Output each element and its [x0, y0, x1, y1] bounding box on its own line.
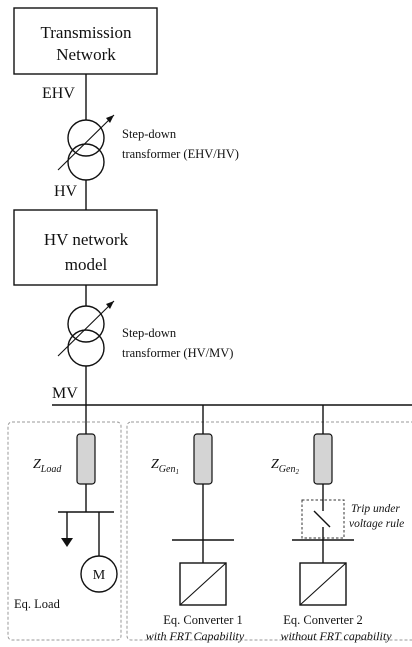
converter1-icon — [179, 562, 227, 606]
ehv-bus-label: EHV — [42, 85, 75, 102]
transmission-network-label-2: Network — [56, 45, 116, 64]
transformer-hv-mv — [57, 300, 115, 367]
hv-network-label-1: HV network — [44, 230, 129, 249]
converter1-branch — [172, 405, 234, 606]
transformer1-label-2: transformer (EHV/HV) — [122, 147, 239, 161]
transformer-ehv-hv — [57, 114, 115, 181]
tap-changer-arrow-2 — [57, 300, 115, 357]
gen1-impedance — [193, 433, 213, 485]
hv-bus-label: HV — [54, 183, 78, 200]
z-gen1-label: ZGen1 — [151, 457, 179, 476]
converter2-icon — [299, 562, 347, 606]
load-impedance — [76, 433, 96, 485]
trip-switch-icon — [313, 510, 331, 528]
converter1-label: Eq. Converter 1 — [163, 613, 243, 627]
trip-label-2: voltage rule — [349, 518, 404, 530]
converter1-capability: with FRT Capability — [146, 629, 245, 643]
load-group-box — [7, 421, 122, 641]
generation-group-box — [126, 421, 412, 641]
transformer2-label-2: transformer (HV/MV) — [122, 346, 233, 360]
motor-label: M — [93, 568, 106, 583]
eq-load-label: Eq. Load — [14, 597, 61, 611]
gen2-impedance — [313, 433, 333, 485]
converter2-label: Eq. Converter 2 — [283, 613, 363, 627]
mv-bus-label: MV — [52, 385, 78, 402]
transformer1-label-1: Step-down — [122, 127, 177, 141]
load-branch — [58, 405, 118, 593]
transformer2-label-1: Step-down — [122, 326, 177, 340]
z-load-label: ZLoad — [33, 457, 62, 475]
motor-icon — [80, 555, 118, 593]
hv-network-label-2: model — [65, 255, 108, 274]
trip-label-1: Trip under — [351, 503, 400, 515]
transmission-network-label-1: Transmission — [40, 23, 132, 42]
converter2-branch — [292, 405, 354, 606]
tap-changer-arrow — [57, 114, 115, 171]
load-arrow-icon — [61, 538, 73, 547]
transmission-network-box: Transmission Network — [13, 7, 158, 75]
hv-network-box: HV network model — [13, 209, 158, 286]
z-gen2-label: ZGen2 — [271, 457, 299, 476]
converter2-capability: without FRT capability — [280, 629, 392, 643]
